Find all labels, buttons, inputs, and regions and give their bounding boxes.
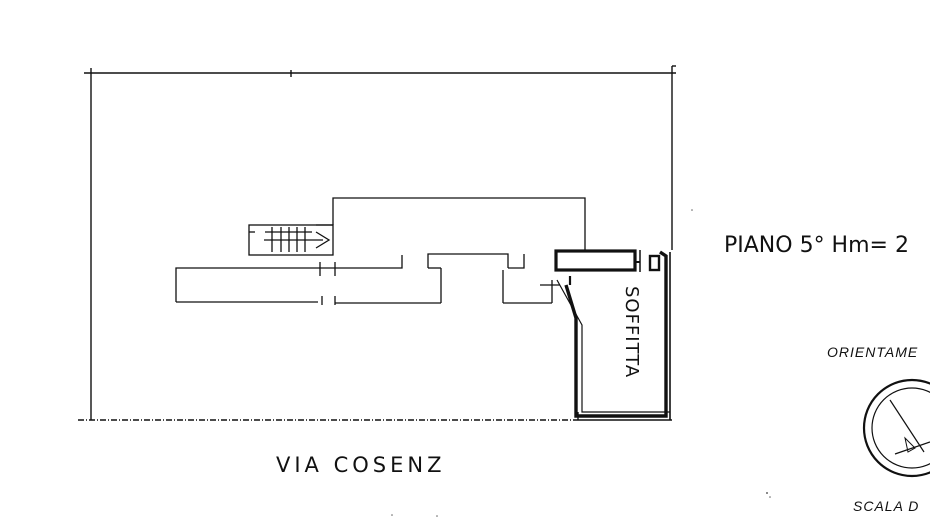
staircase: [248, 224, 334, 256]
street-label: VIA COSENZ: [276, 453, 446, 477]
lot-outline: [78, 65, 676, 421]
orientation-label: ORIENTAME: [827, 344, 918, 360]
attic-unit: [554, 249, 671, 420]
room-label-soffitta: SOFFITTA: [621, 286, 642, 378]
paper-specks: [391, 209, 771, 517]
balcony-outlines: [175, 253, 560, 305]
floor-label: PIANO 5° Hm= 2: [724, 233, 909, 258]
scale-label: SCALA D: [853, 498, 919, 514]
compass-icon: [862, 378, 930, 478]
building-outline: [316, 197, 586, 250]
